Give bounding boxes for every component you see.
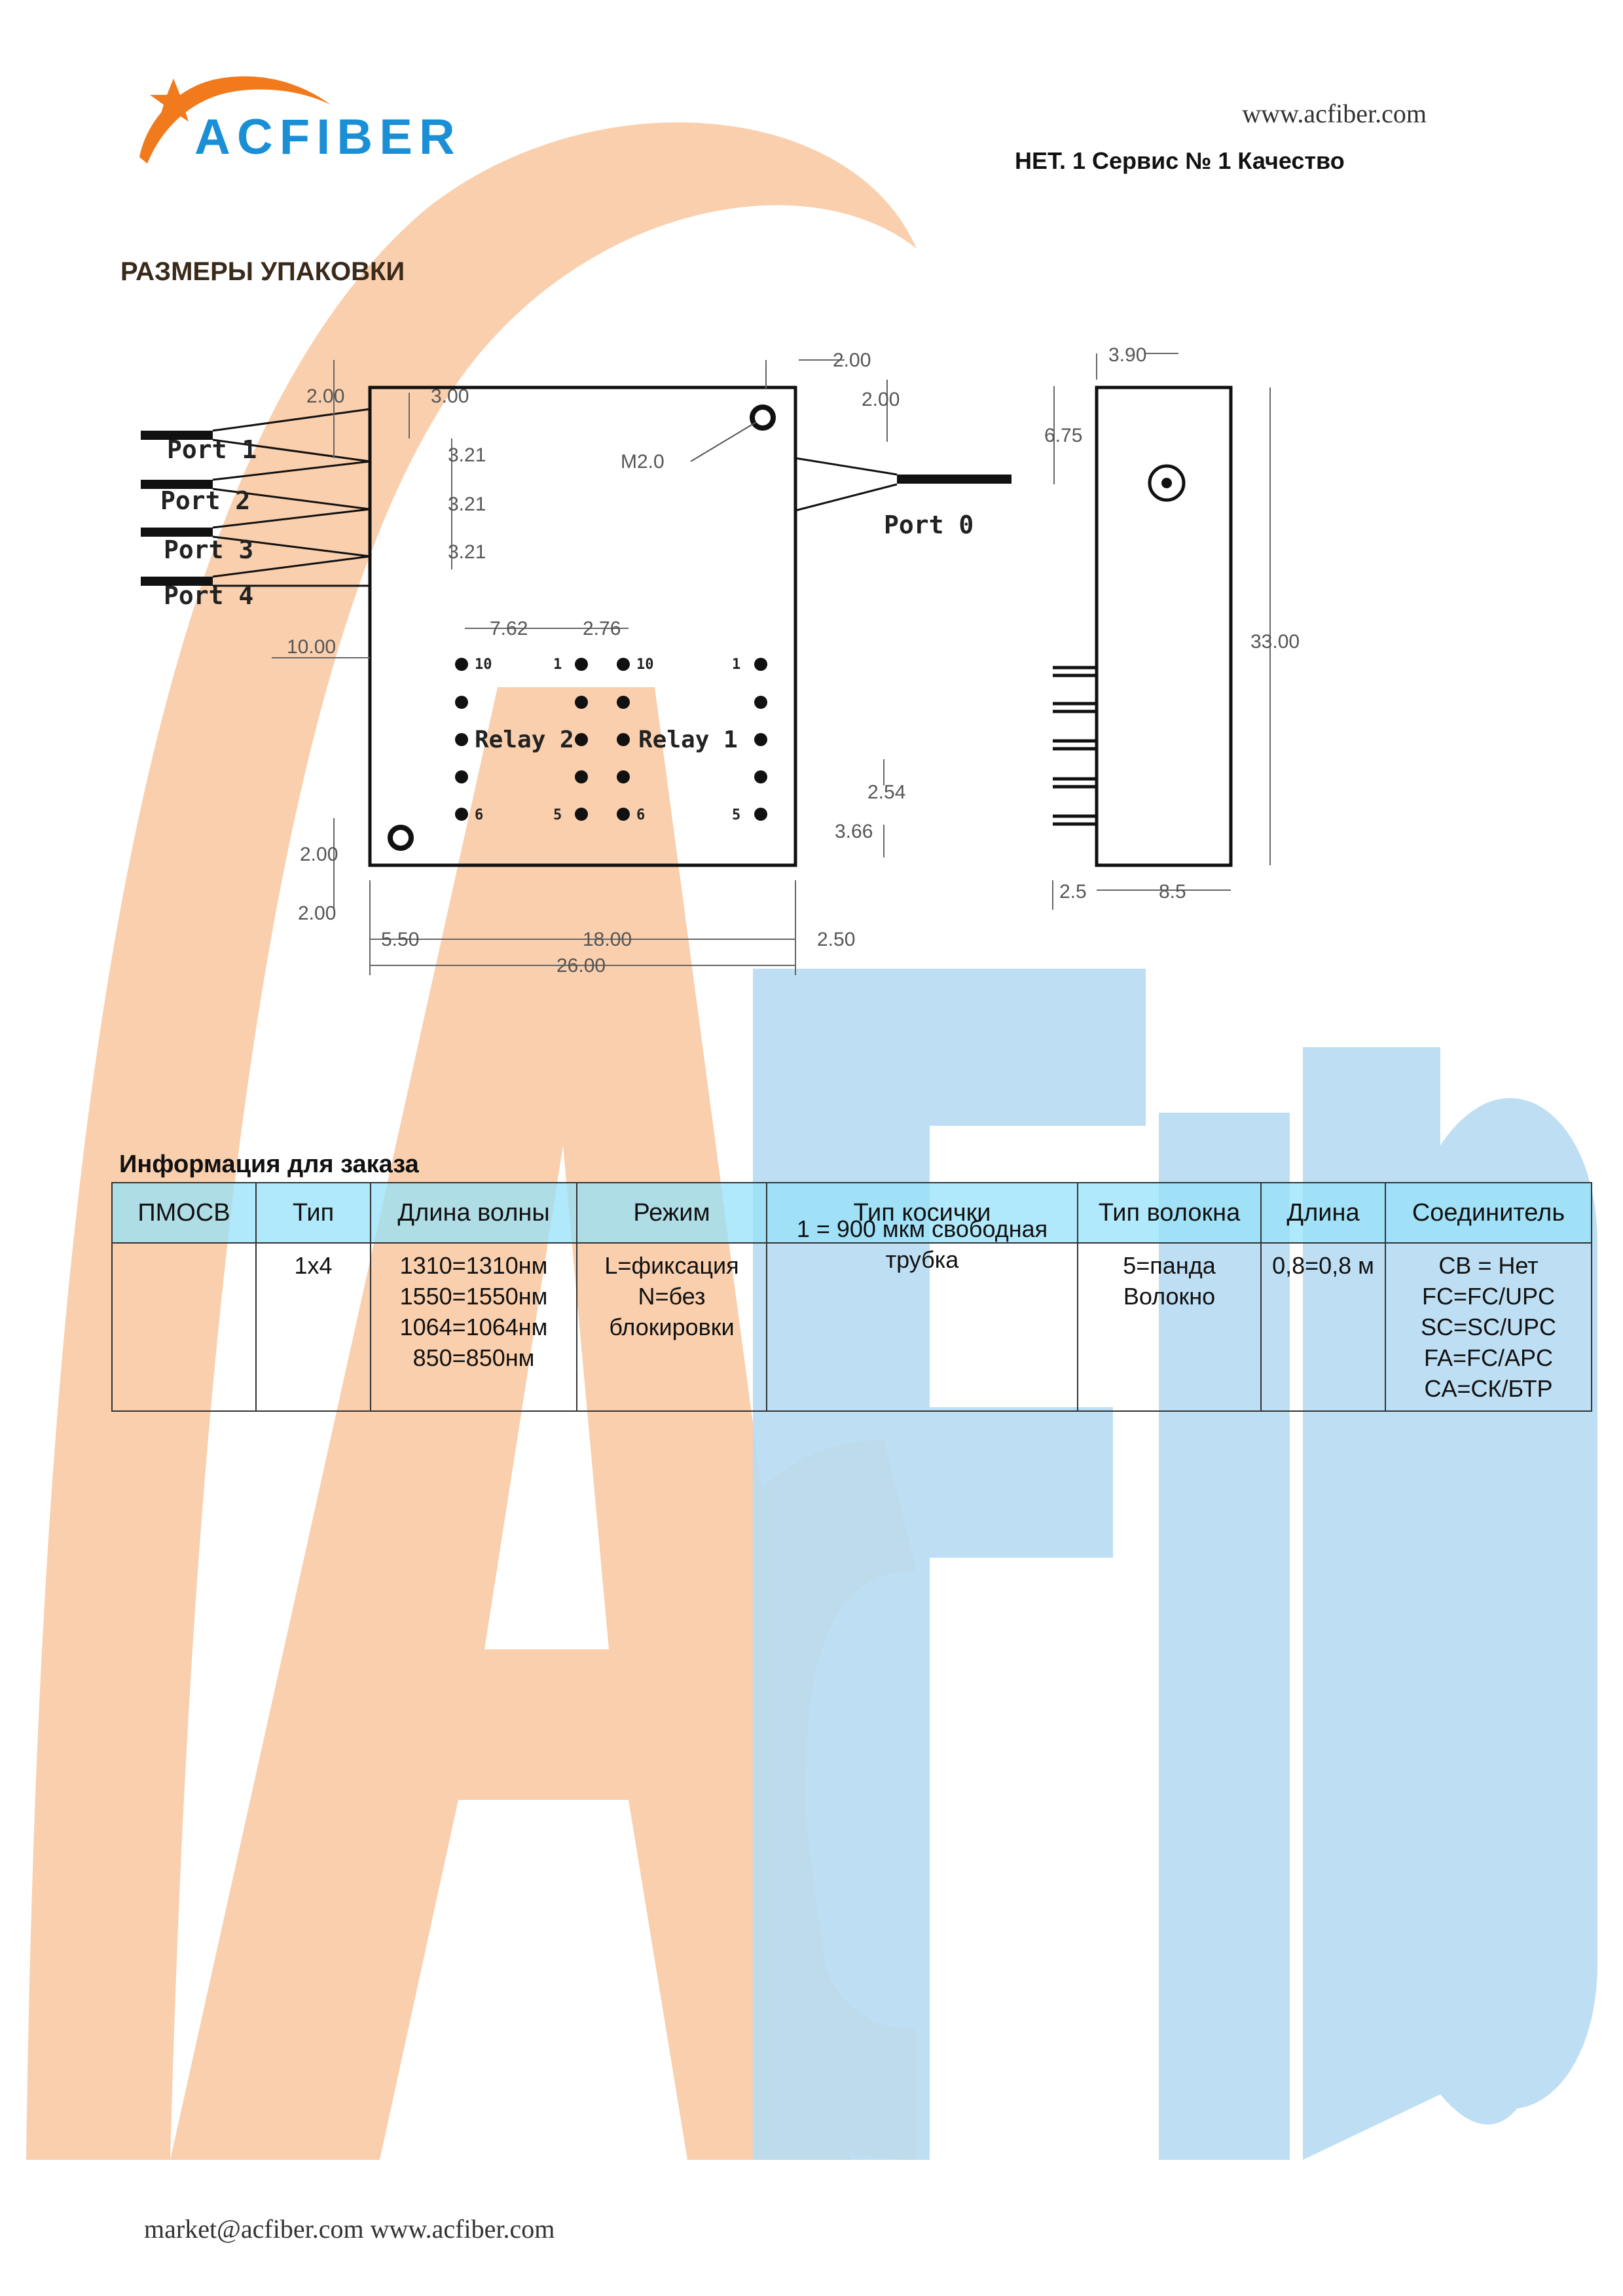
connector-option: SC=SC/UPC — [1420, 1314, 1557, 1340]
header-cell: Длина волны — [370, 1182, 577, 1244]
header-slogan: НЕТ. 1 Сервис № 1 Качество — [1015, 147, 1345, 174]
port-2-label: Port 2 — [160, 486, 250, 515]
dim-label: 2.00 — [862, 389, 900, 410]
dim-label: 7.62 — [490, 618, 528, 639]
fiber-line: 5=панда — [1123, 1252, 1216, 1279]
dim-label: 3.21 — [448, 493, 486, 515]
dim-label: 2.54 — [867, 781, 905, 803]
header-cell: ПМОСВ — [111, 1182, 257, 1244]
relay-2-label: Relay 2 — [475, 726, 574, 753]
header-cell: Тип — [255, 1182, 371, 1244]
connector-option: FC=FC/UPC — [1421, 1283, 1555, 1310]
mode-line: блокировки — [609, 1314, 735, 1340]
connector-option: FA=FC/APC — [1423, 1344, 1554, 1371]
wavelength-option: 1310=1310нм — [399, 1252, 548, 1279]
side-view-outline — [1095, 386, 1233, 867]
pigtail-line: трубка — [885, 1246, 959, 1273]
port-0-fiber — [795, 457, 1012, 512]
port-1-label: Port 1 — [167, 435, 257, 464]
ordering-table: ПМОСВ Тип Длина волны Режим Тип косички … — [111, 1182, 1592, 1412]
dim-label: 3.66 — [835, 821, 873, 842]
fiber-line: Волокно — [1123, 1283, 1216, 1310]
mode-line: L=фиксация — [604, 1252, 739, 1279]
cell-wavelength: 1310=1310нм 1550=1550нм 1064=1064нм 850=… — [370, 1242, 577, 1412]
left-fibers — [141, 408, 371, 587]
header-cell: Тип волокна — [1077, 1182, 1262, 1244]
cell-connector: CB = Нет FC=FC/UPC SC=SC/UPC FA=FC/APC C… — [1385, 1242, 1592, 1412]
dim-label: 3.90 — [1108, 344, 1146, 366]
pin-number: 1 — [553, 656, 562, 673]
dim-label: 2.00 — [298, 903, 336, 924]
dim-label: 2.50 — [817, 929, 855, 950]
dim-label: 10.00 — [287, 636, 336, 658]
dim-label: 2.5 — [1059, 881, 1087, 903]
ordering-info-title: Информация для заказа — [119, 1151, 419, 1178]
section-title: РАЗМЕРЫ УПАКОВКИ — [120, 257, 405, 286]
switch-body-outline — [368, 386, 797, 867]
wavelength-option: 850=850нм — [412, 1344, 535, 1371]
side-view-hole — [1148, 464, 1186, 502]
cell-pigtail: 1 = 900 мкм свободная трубка — [766, 1215, 1078, 1412]
wavelength-option: 1064=1064нм — [399, 1314, 548, 1340]
relay-1-label: Relay 1 — [638, 726, 738, 753]
pin-number: 6 — [636, 807, 645, 823]
dim-label: 2.00 — [300, 844, 338, 865]
port-3-label: Port 3 — [164, 535, 253, 564]
relay-pins — [455, 658, 767, 821]
header-cell: Соединитель — [1385, 1182, 1592, 1244]
mode-line: N=без — [638, 1283, 706, 1310]
dim-label: 3.21 — [448, 541, 486, 563]
screw-label: M2.0 — [621, 451, 665, 473]
logo-text: ACFIBER — [194, 109, 462, 165]
dim-label: 33.00 — [1250, 631, 1300, 653]
package-dimension-drawing: Port 1 Port 2 Port 3 Port 4 Port 0 M2.0 … — [141, 344, 1300, 977]
pin-number: 1 — [732, 656, 740, 673]
cell-type: 1x4 — [255, 1242, 371, 1412]
pigtail-line: 1 = 900 мкм свободная — [796, 1215, 1048, 1242]
dim-label: 26.00 — [556, 955, 606, 977]
dim-label: 8.5 — [1159, 881, 1186, 903]
connector-option: CA=СК/БТР — [1424, 1375, 1553, 1402]
pin-number: 10 — [475, 656, 492, 673]
cell-mode: L=фиксация N=без блокировки — [576, 1242, 767, 1412]
dim-label: 3.00 — [431, 386, 469, 407]
pin-number: 10 — [636, 656, 654, 673]
mounting-hole-bottom-left — [388, 825, 414, 851]
side-pins — [1053, 666, 1097, 826]
header-website[interactable]: www.acfiber.com — [1242, 99, 1427, 128]
mounting-hole-top-right — [750, 404, 776, 431]
port-0-label: Port 0 — [884, 511, 974, 539]
table-header-row: ПМОСВ Тип Длина волны Режим Тип косички … — [111, 1182, 1592, 1244]
dim-label: 2.00 — [833, 350, 871, 371]
dim-label: 3.21 — [448, 444, 486, 466]
port-4-label: Port 4 — [164, 581, 253, 610]
table-row: 1x4 1310=1310нм 1550=1550нм 1064=1064нм … — [111, 1215, 1592, 1412]
cell-pmosv — [111, 1242, 257, 1412]
wavelength-option: 1550=1550нм — [399, 1283, 548, 1310]
logo-swoosh-icon — [139, 76, 331, 164]
pin-number: 6 — [475, 807, 483, 823]
pin-number: 5 — [553, 807, 562, 823]
pin-number: 5 — [732, 807, 740, 823]
dim-label: 18.00 — [583, 929, 632, 950]
connector-option: CB = Нет — [1438, 1252, 1539, 1279]
acfiber-logo: ACFIBER — [134, 65, 475, 170]
footer-contact[interactable]: market@acfiber.com www.acfiber.com — [144, 2214, 555, 2244]
dim-label: 6.75 — [1044, 425, 1082, 446]
header-cell: Тип косички — [766, 1182, 1078, 1244]
dim-label: 2.76 — [583, 618, 621, 639]
cell-fiber: 5=панда Волокно — [1077, 1242, 1262, 1412]
dim-label: 5.50 — [381, 929, 419, 950]
dim-label: 2.00 — [306, 386, 344, 407]
cell-length: 0,8=0,8 м — [1260, 1242, 1386, 1412]
header-cell: Режим — [576, 1182, 767, 1244]
header-cell: Длина — [1260, 1182, 1386, 1244]
